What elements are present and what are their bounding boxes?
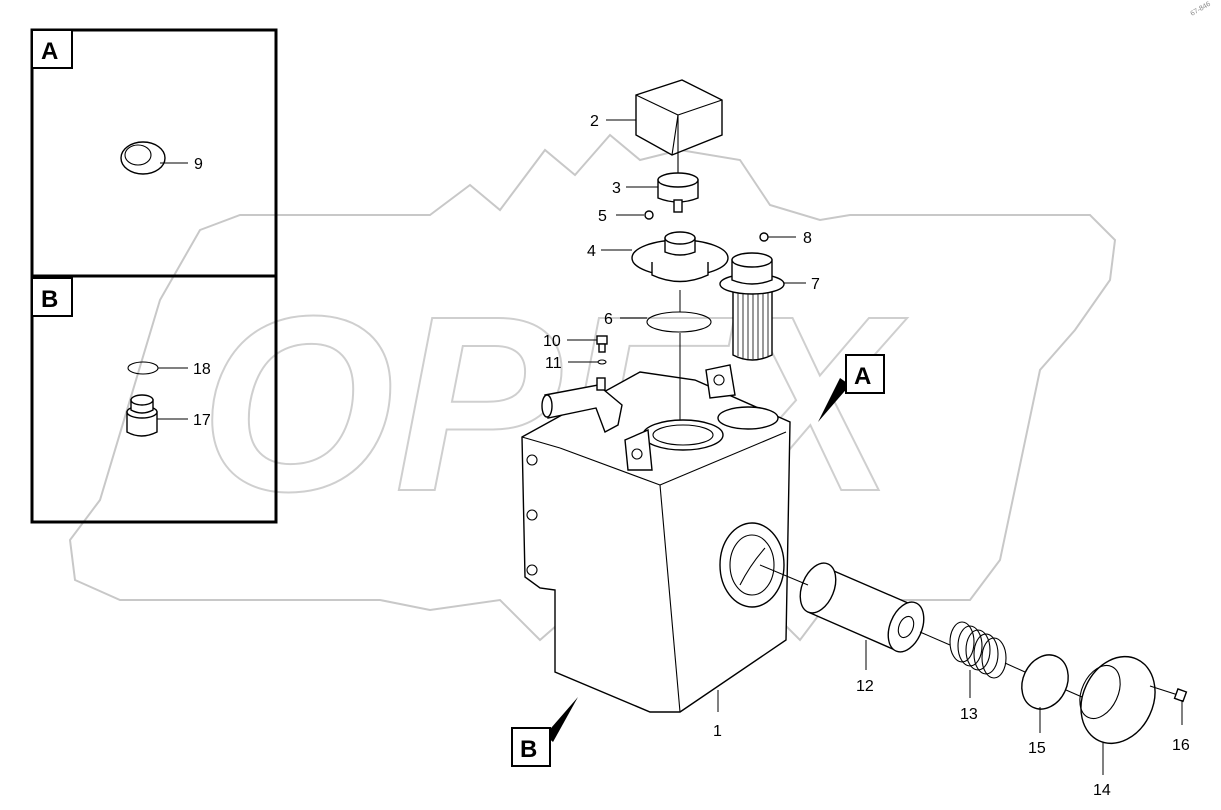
detail-box-a-letter: A: [41, 38, 58, 65]
part-6-gasket: [646, 311, 712, 333]
part-12-sleeve: [799, 562, 925, 670]
part-8-nut: [759, 232, 769, 242]
label-2: 2: [590, 113, 599, 130]
callout-a: A: [818, 354, 885, 422]
label-9: 9: [194, 156, 203, 173]
callout-b: B: [511, 697, 578, 767]
part-1-tank: [521, 364, 791, 713]
part-7-filter: [719, 252, 806, 361]
part-9-cap: [120, 141, 188, 175]
label-3: 3: [612, 180, 621, 197]
detail-box-b-tag: [31, 277, 73, 317]
part-15-disc: [1021, 654, 1069, 710]
part-5-nut: [644, 210, 654, 220]
label-8: 8: [803, 230, 812, 247]
label-13: 13: [960, 706, 978, 723]
part-4-flange: [601, 231, 729, 283]
label-5: 5: [598, 208, 607, 225]
part-10-bolt: [567, 335, 608, 353]
part-17-plug: [126, 394, 188, 437]
label-14: 14: [1093, 782, 1111, 799]
svg-text:B: B: [520, 736, 537, 763]
detail-box-a: A 9: [30, 28, 278, 278]
part-16-bolt: [1149, 685, 1188, 725]
label-18: 18: [193, 361, 211, 378]
label-6: 6: [604, 311, 613, 328]
label-16: 16: [1172, 737, 1190, 754]
part-2-cover: [606, 79, 723, 156]
detail-box-b-letter: B: [41, 286, 58, 313]
detail-box-b: B 18 17: [30, 274, 278, 524]
label-1: 1: [713, 723, 722, 740]
label-12: 12: [856, 678, 874, 695]
part-14-cover-plate: [1079, 655, 1156, 775]
corner-mark: 67-846: [1190, 1, 1212, 18]
part-13-spring: [949, 621, 1007, 698]
label-4: 4: [587, 243, 596, 260]
svg-text:A: A: [854, 363, 871, 390]
label-7: 7: [811, 276, 820, 293]
detail-box-a-tag: [31, 29, 73, 69]
label-11: 11: [545, 355, 562, 372]
label-10: 10: [543, 333, 561, 350]
label-17: 17: [193, 412, 211, 429]
part-18-ring: [127, 361, 159, 375]
label-15: 15: [1028, 740, 1046, 757]
part-3-fitting: [626, 115, 699, 213]
